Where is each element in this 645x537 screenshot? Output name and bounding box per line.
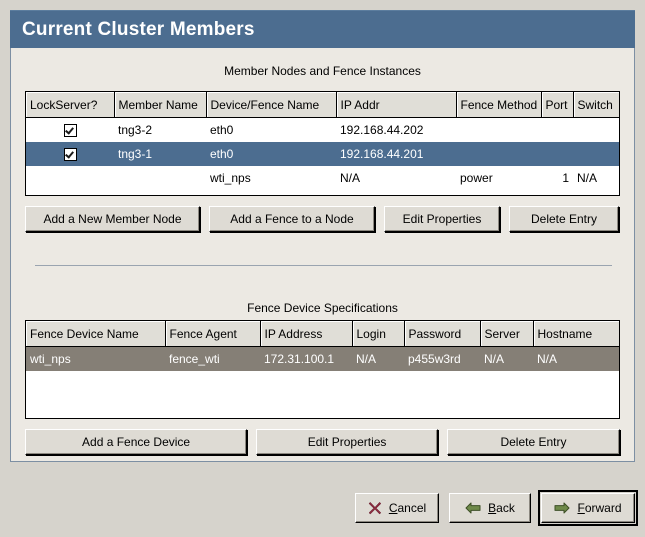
cell-lockserver [26, 166, 114, 190]
fence-table-header: Fence Device Name Fence Agent IP Address… [26, 321, 619, 347]
fence-section-title: Fence Device Specifications [247, 301, 398, 315]
cell-hostname: N/A [533, 346, 619, 371]
col-ip-addr[interactable]: IP Addr [336, 92, 457, 118]
navigation-button-row: Cancel Back Forward [355, 490, 638, 526]
cell-ip-addr: 192.168.44.202 [340, 123, 424, 137]
cell-port: 1 [562, 171, 569, 185]
back-rest: ack [496, 501, 515, 515]
cell-port [541, 142, 573, 166]
forward-button-label: Forward [577, 501, 621, 515]
col-member-name[interactable]: Member Name [114, 92, 207, 118]
fence-edit-properties-button[interactable]: Edit Properties [256, 429, 438, 455]
member-header-row: LockServer? Member Name Device/Fence Nam… [26, 92, 619, 118]
cell-ip-address: 172.31.100.1 [260, 346, 352, 371]
forward-rest: orward [584, 501, 622, 515]
cell-port [541, 118, 573, 143]
col-lockserver[interactable]: LockServer? [26, 92, 115, 118]
cell-member-name: tng3-1 [114, 142, 206, 166]
section-separator [35, 265, 612, 266]
col-login[interactable]: Login [352, 321, 405, 347]
member-section-title: Member Nodes and Fence Instances [224, 64, 421, 78]
cancel-button-label: Cancel [389, 501, 426, 515]
col-password[interactable]: Password [404, 321, 481, 347]
cell-switch [573, 118, 619, 143]
member-table-body: tng3-2 eth0 192.168.44.202 tng3-1 eth0 [26, 118, 619, 191]
cell-switch [573, 142, 619, 166]
checkbox-checked-icon[interactable] [63, 148, 77, 162]
add-fence-device-button[interactable]: Add a Fence Device [25, 429, 248, 455]
cell-ip-addr: N/A [340, 171, 361, 185]
fence-header-row: Fence Device Name Fence Agent IP Address… [26, 321, 619, 347]
forward-button[interactable]: Forward [538, 490, 638, 526]
cancel-rest: ancel [397, 501, 427, 515]
col-fence-device-name[interactable]: Fence Device Name [26, 321, 166, 347]
member-nodes-grid: LockServer? Member Name Device/Fence Nam… [26, 92, 619, 191]
cancel-x-icon [368, 501, 382, 515]
col-fence-agent[interactable]: Fence Agent [165, 321, 261, 347]
member-edit-properties-button[interactable]: Edit Properties [384, 206, 500, 232]
add-new-member-node-button[interactable]: Add a New Member Node [25, 206, 200, 232]
col-port[interactable]: Port [541, 92, 574, 118]
cancel-mnemonic: C [388, 501, 398, 515]
cell-ip-addr: 192.168.44.201 [336, 142, 456, 166]
arrow-left-icon [465, 502, 481, 514]
cell-fence-method [456, 118, 541, 143]
cell-fence-method: power [460, 171, 493, 185]
fence-button-row: Add a Fence Device Edit Properties Delet… [25, 429, 620, 455]
fence-delete-entry-button[interactable]: Delete Entry [446, 429, 620, 455]
member-delete-entry-button[interactable]: Delete Entry [509, 206, 619, 232]
col-fence-method[interactable]: Fence Method [456, 92, 542, 118]
col-ip-address[interactable]: IP Address [260, 321, 353, 347]
back-mnemonic: B [488, 501, 497, 515]
dialog-titlebar: Current Cluster Members [10, 10, 635, 48]
cell-lockserver[interactable] [26, 142, 114, 166]
col-server[interactable]: Server [480, 321, 534, 347]
forward-mnemonic: F [577, 501, 585, 515]
cell-lockserver[interactable] [26, 118, 114, 143]
back-button-label: Back [488, 501, 515, 515]
fence-table-body: wti_nps fence_wti 172.31.100.1 N/A p455w… [26, 346, 619, 371]
cell-device-fence-name: eth0 [206, 142, 336, 166]
table-row[interactable]: wti_nps fence_wti 172.31.100.1 N/A p455w… [26, 346, 619, 371]
member-button-row: Add a New Member Node Add a Fence to a N… [25, 206, 620, 232]
page-title: Current Cluster Members [22, 18, 255, 40]
add-fence-to-node-button[interactable]: Add a Fence to a Node [209, 206, 375, 232]
table-row[interactable]: tng3-2 eth0 192.168.44.202 [26, 118, 619, 143]
cell-device-fence-name: eth0 [210, 123, 234, 137]
cell-login: N/A [352, 346, 404, 371]
member-nodes-table[interactable]: LockServer? Member Name Device/Fence Nam… [25, 91, 620, 196]
cell-password: p455w3rd [404, 346, 480, 371]
col-hostname[interactable]: Hostname [533, 321, 619, 347]
cancel-button[interactable]: Cancel [355, 493, 439, 523]
table-row[interactable]: wti_nps N/A power 1 N/A [26, 166, 619, 190]
checkbox-checked-icon[interactable] [63, 124, 77, 138]
table-row[interactable]: tng3-1 eth0 192.168.44.201 [26, 142, 619, 166]
cell-member-name [114, 166, 206, 190]
arrow-right-icon [554, 502, 570, 514]
member-table-header: LockServer? Member Name Device/Fence Nam… [26, 92, 619, 118]
content-panel: Member Nodes and Fence Instances LockSer… [10, 48, 635, 462]
cell-server: N/A [480, 346, 533, 371]
cell-switch: N/A [577, 171, 598, 185]
fence-devices-grid: Fence Device Name Fence Agent IP Address… [26, 321, 619, 371]
cell-fence-device-name: wti_nps [26, 346, 165, 371]
col-switch[interactable]: Switch [573, 92, 619, 118]
cell-fence-method [456, 142, 541, 166]
cell-member-name: tng3-2 [118, 123, 153, 137]
cell-device-fence-name: wti_nps [210, 171, 251, 185]
back-button[interactable]: Back [449, 493, 531, 523]
cell-fence-agent: fence_wti [165, 346, 260, 371]
col-device-fence-name[interactable]: Device/Fence Name [206, 92, 337, 118]
fence-devices-table[interactable]: Fence Device Name Fence Agent IP Address… [25, 320, 620, 419]
